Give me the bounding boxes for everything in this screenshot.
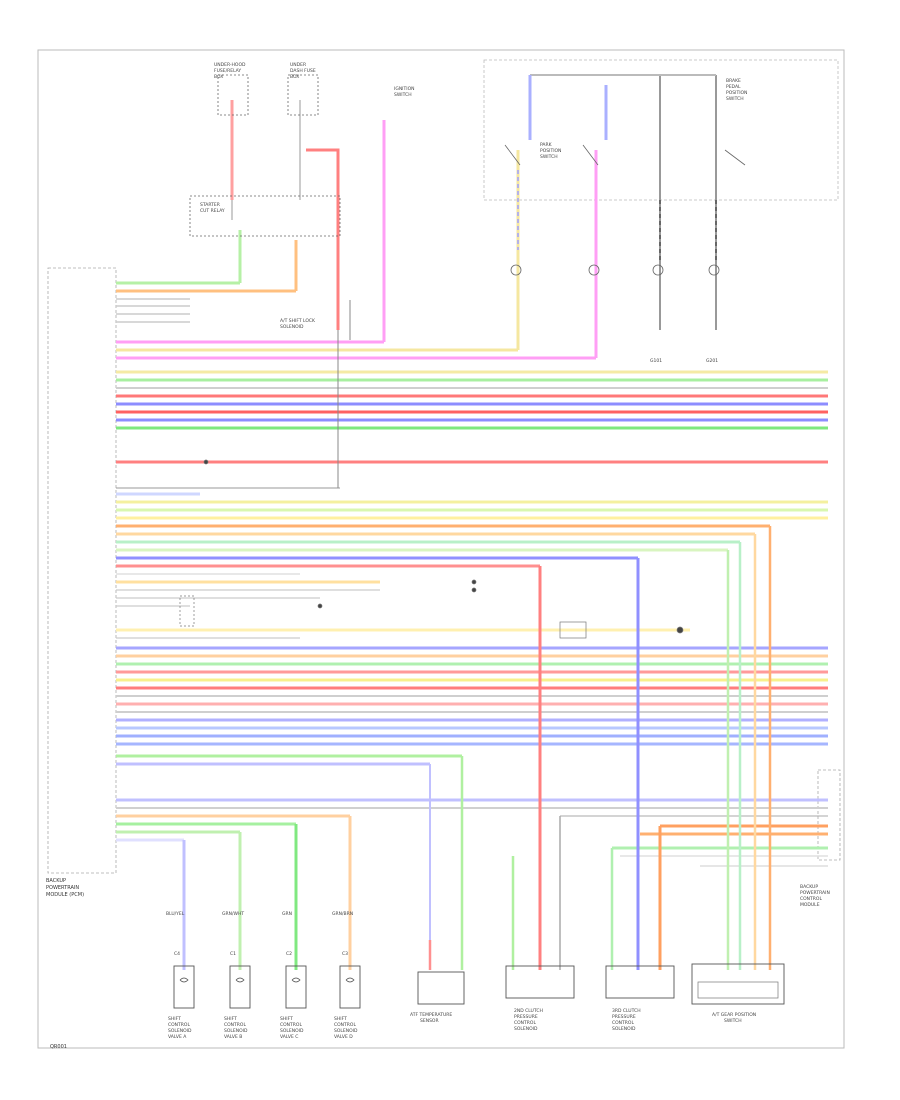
ground-label-1: G101: [650, 358, 662, 364]
fuse-box-left: [217, 74, 249, 116]
pcm-label: BACKUP POWERTRAIN MODULE (PCM): [46, 878, 84, 898]
shift-solenoid-b: GRN/WHT C1 SHIFT CONTROL SOLENOID VALVE …: [222, 911, 251, 1040]
fuse-left-label-2: FUSE/RELAY: [214, 68, 241, 74]
brake-label-1: BRAKE: [726, 78, 741, 84]
ignition-label-2: SWITCH: [394, 92, 412, 98]
solenoid-a-label-2: CONTROL: [168, 1022, 190, 1028]
atf-temperature-sensor: ATF TEMPERATURE SENSOR: [410, 971, 465, 1024]
right-module-label-3: CONTROL: [800, 896, 822, 902]
solenoid-b-label-3: SOLENOID: [224, 1028, 248, 1034]
shift-lock-label-2: SOLENOID: [280, 324, 304, 330]
fuse-left-label-1: UNDER-HOOD: [214, 62, 246, 68]
footer-code: QR001: [50, 1044, 67, 1050]
right-module-label-2: POWERTRAIN: [800, 890, 830, 896]
solenoid-b-label-4: VALVE B: [224, 1034, 242, 1040]
right-module-boundary: [817, 769, 841, 861]
solenoid-d-pin: C3: [342, 951, 348, 957]
solenoid-a-wire: BLU/YEL: [166, 911, 185, 917]
solenoid-b-label-1: SHIFT: [224, 1016, 237, 1022]
starter-label-2: CUT RELAY: [200, 208, 225, 214]
shift-solenoids: BLU/YEL C4 SHIFT CONTROL SOLENOID VALVE …: [166, 911, 361, 1040]
shift-solenoid-c: GRN C2 SHIFT CONTROL SOLENOID VALVE C: [280, 911, 307, 1040]
brake-label-3: POSITION: [726, 90, 747, 96]
third-clutch-label-3: CONTROL: [612, 1020, 634, 1026]
solenoid-d-label-3: SOLENOID: [334, 1028, 358, 1034]
third-clutch-label-1: 3RD CLUTCH: [612, 1008, 641, 1014]
solenoid-b-wire: GRN/WHT: [222, 911, 244, 917]
solenoid-a-label-1: SHIFT: [168, 1016, 181, 1022]
shift-solenoid-d: GRN/BRN C3 SHIFT CONTROL SOLENOID VALVE …: [332, 911, 361, 1040]
solenoid-d-label-4: VALVE D: [334, 1034, 353, 1040]
pcm-label-1: BACKUP: [46, 878, 66, 884]
solenoid-d-label-1: SHIFT: [334, 1016, 347, 1022]
solenoid-c-pin: C2: [286, 951, 292, 957]
second-clutch-solenoid: 2ND CLUTCH PRESSURE CONTROL SOLENOID: [505, 965, 575, 1032]
third-clutch-solenoid: 3RD CLUTCH PRESSURE CONTROL SOLENOID: [605, 965, 675, 1032]
second-clutch-label-4: SOLENOID: [514, 1026, 538, 1032]
vertical-wires: [182, 74, 772, 970]
ignition-label-1: IGNITION: [394, 86, 415, 92]
park-switch-label-3: SWITCH: [540, 154, 558, 160]
shift-solenoid-a: BLU/YEL C4 SHIFT CONTROL SOLENOID VALVE …: [166, 911, 195, 1040]
solenoid-b-label-2: CONTROL: [224, 1022, 246, 1028]
solenoid-d-wire: GRN/BRN: [332, 911, 353, 917]
atf-sensor-label-1: ATF TEMPERATURE: [410, 1012, 452, 1018]
mid-components: [179, 459, 684, 639]
solenoid-c-wire: GRN: [282, 911, 292, 917]
solenoid-c-label-1: SHIFT: [280, 1016, 293, 1022]
shift-lock-label-1: A/T SHIFT LOCK: [280, 318, 316, 324]
right-module-label: BACKUP POWERTRAIN CONTROL MODULE: [800, 884, 830, 908]
solenoid-a-label-3: SOLENOID: [168, 1028, 192, 1034]
pcm-label-3: MODULE (PCM): [46, 892, 84, 898]
fuse-mid-label-2: DASH FUSE: [290, 68, 316, 74]
pcm-label-2: POWERTRAIN: [46, 885, 79, 891]
fuse-left-label-3: BOX: [214, 74, 223, 80]
park-switch-label-2: POSITION: [540, 148, 561, 154]
third-clutch-label-4: SOLENOID: [612, 1026, 636, 1032]
right-module-label-4: MODULE: [800, 902, 820, 908]
second-clutch-label-2: PRESSURE: [514, 1014, 538, 1020]
solenoid-a-label-4: VALVE A: [168, 1034, 187, 1040]
fuse-mid-label-3: BOX: [290, 74, 299, 80]
starter-cut-relay-box: [189, 195, 341, 237]
diagram-frame: [37, 49, 845, 1049]
bottom-components: ATF TEMPERATURE SENSOR 2ND CLUTCH PRESSU…: [410, 963, 785, 1032]
ground-label-2: G201: [706, 358, 718, 364]
fuse-box-mid: [287, 74, 319, 116]
right-module-label-1: BACKUP: [800, 884, 818, 890]
atf-sensor-label-2: SENSOR: [420, 1018, 439, 1024]
pcm-boundary: [47, 267, 117, 874]
brake-label-4: SWITCH: [726, 96, 744, 102]
starter-label-1: STARTER: [200, 202, 220, 208]
top-labels: UNDER-HOOD FUSE/RELAY BOX UNDER DASH FUS…: [200, 62, 747, 364]
top-components: [189, 74, 746, 276]
solenoid-c-label-3: SOLENOID: [280, 1028, 304, 1034]
solenoid-c-label-2: CONTROL: [280, 1022, 302, 1028]
gear-position-switch: A/T GEAR POSITION SWITCH: [691, 963, 785, 1024]
second-clutch-label-1: 2ND CLUTCH: [514, 1008, 543, 1014]
fuse-mid-label-1: UNDER: [290, 62, 306, 68]
solenoid-d-label-2: CONTROL: [334, 1022, 356, 1028]
harness-wires: [116, 281, 828, 867]
brake-label-2: PEDAL: [726, 84, 741, 90]
solenoid-a-pin: C4: [174, 951, 180, 957]
solenoid-c-label-4: VALVE C: [280, 1034, 298, 1040]
gear-switch-label-1: A/T GEAR POSITION: [712, 1012, 756, 1018]
gear-switch-label-2: SWITCH: [724, 1018, 742, 1024]
third-clutch-label-2: PRESSURE: [612, 1014, 636, 1020]
solenoid-b-pin: C1: [230, 951, 236, 957]
park-switch-label-1: PARK: [540, 142, 553, 148]
second-clutch-label-3: CONTROL: [514, 1020, 536, 1026]
